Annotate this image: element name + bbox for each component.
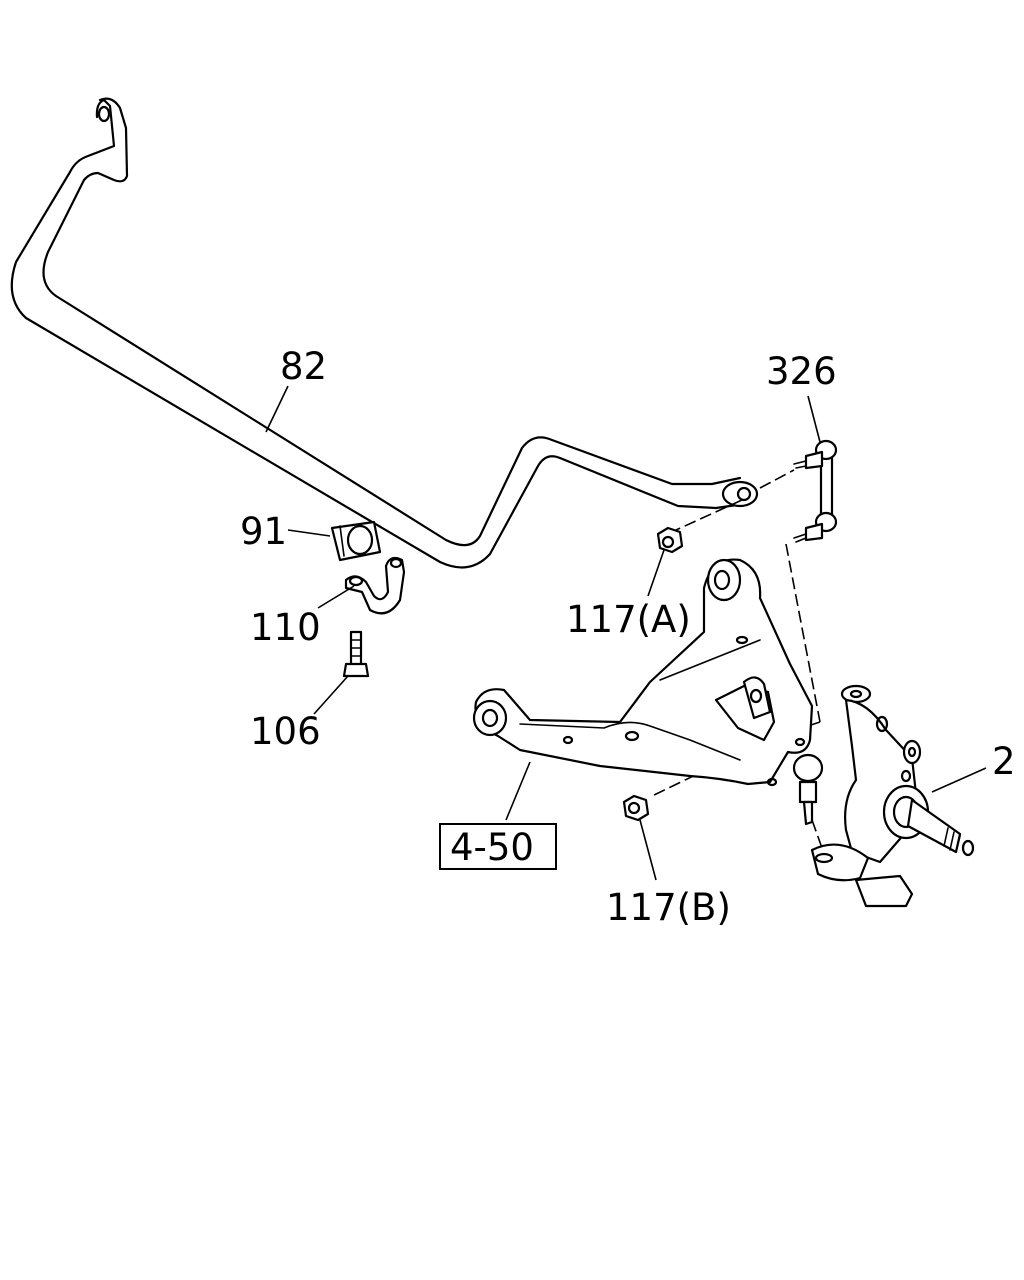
lower-control-arm[interactable] (472, 558, 824, 826)
callouts: 82 326 91 110 106 117(A) 117(B) 2 4-50 (240, 345, 1016, 929)
callout-117-b: 117(B) (606, 886, 731, 929)
leader-lines (265, 385, 987, 881)
bolt[interactable] (342, 630, 370, 678)
callout-2: 2 (992, 740, 1016, 783)
stabilizer-bar[interactable] (10, 97, 759, 569)
callout-82: 82 (280, 345, 327, 388)
callout-91: 91 (240, 510, 287, 553)
nut-b[interactable] (622, 794, 650, 822)
callout-117-a: 117(A) (566, 598, 691, 641)
stabilizer-link[interactable] (793, 439, 838, 543)
callout-110: 110 (250, 606, 321, 649)
callout-326: 326 (766, 350, 837, 393)
bushing[interactable] (330, 520, 382, 562)
callout-4-50[interactable]: 4-50 (450, 826, 534, 869)
ref-box-4-50 (439, 823, 557, 870)
bracket[interactable] (344, 556, 406, 615)
nut-a[interactable] (656, 526, 684, 554)
callout-106: 106 (250, 710, 321, 753)
steering-knuckle[interactable] (810, 684, 975, 908)
